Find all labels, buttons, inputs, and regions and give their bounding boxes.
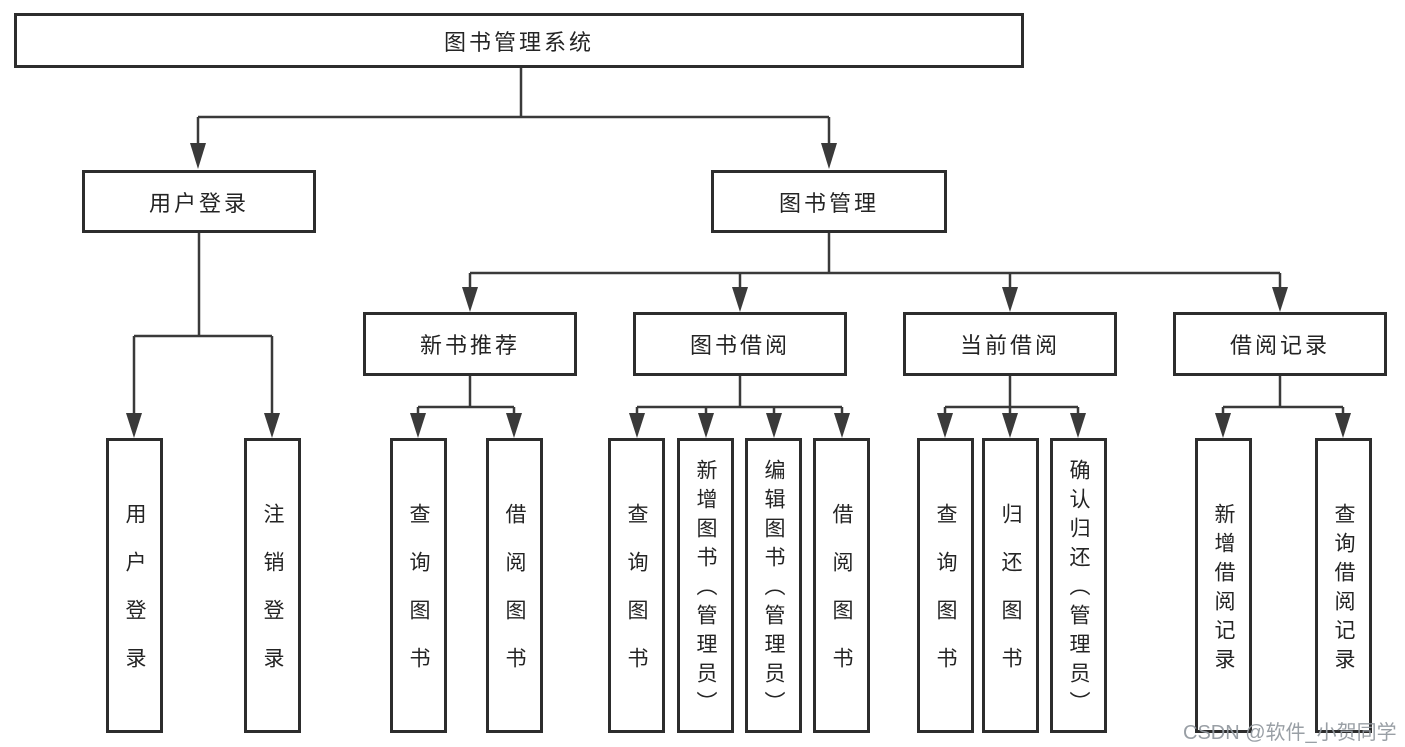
node-label: 新书推荐 (419, 333, 520, 358)
node-book-management: 图书管理 (711, 170, 947, 233)
leaf-query-books-current: 查询图书 (917, 438, 974, 733)
leaf-add-borrow-record: 新增借阅记录 (1195, 438, 1252, 733)
leaf-user-login: 用户登录 (106, 438, 163, 733)
leaf-query-borrow-record: 查询借阅记录 (1315, 438, 1372, 733)
leaf-label: 新增图书（管理员） (694, 459, 717, 720)
leaf-borrow-books: 借阅图书 (813, 438, 870, 733)
leaf-label: 查询图书 (934, 503, 957, 695)
node-book-borrow: 图书借阅 (633, 312, 847, 376)
node-label: 图书管理系统 (443, 29, 594, 55)
leaf-label: 确认归还（管理员） (1067, 459, 1090, 720)
leaf-query-books-recommend: 查询图书 (390, 438, 447, 733)
connector-borrow-record-to-leaves (1215, 376, 1351, 438)
leaf-edit-books-admin: 编辑图书（管理员） (745, 438, 802, 733)
leaf-label: 新增借阅记录 (1212, 502, 1235, 677)
watermark: CSDN @软件_小贺同学 (1183, 722, 1397, 744)
connector-root-to-level2 (190, 68, 837, 169)
node-label: 当前借阅 (959, 333, 1060, 358)
leaf-borrow-books-recommend: 借阅图书 (486, 438, 543, 733)
node-user-login: 用户登录 (82, 170, 316, 233)
node-new-book-recommend: 新书推荐 (363, 312, 577, 376)
node-label: 用户登录 (148, 190, 249, 216)
connector-current-borrow-to-leaves (937, 376, 1086, 438)
leaf-confirm-return-admin: 确认归还（管理员） (1050, 438, 1107, 733)
connector-new-book-recommend-to-leaves (410, 376, 522, 438)
node-label: 图书管理 (778, 190, 879, 216)
leaf-label: 注销登录 (261, 503, 284, 695)
node-library-management-system: 图书管理系统 (14, 13, 1024, 68)
node-label: 图书借阅 (689, 333, 790, 358)
connector-book-borrow-to-leaves (629, 376, 850, 438)
leaf-label: 归还图书 (999, 503, 1022, 695)
leaf-label: 查询借阅记录 (1332, 502, 1355, 677)
leaf-logout: 注销登录 (244, 438, 301, 733)
leaf-label: 查询图书 (625, 503, 648, 695)
leaf-label: 用户登录 (123, 503, 146, 695)
leaf-label: 编辑图书（管理员） (762, 459, 785, 720)
leaf-add-books-admin: 新增图书（管理员） (677, 438, 734, 733)
leaf-label: 借阅图书 (503, 503, 526, 695)
node-label: 借阅记录 (1229, 333, 1330, 358)
leaf-return-books: 归还图书 (982, 438, 1039, 733)
node-current-borrow: 当前借阅 (903, 312, 1117, 376)
leaf-label: 借阅图书 (830, 503, 853, 695)
connector-book-management-to-level3 (462, 233, 1288, 312)
leaf-query-books-borrow: 查询图书 (608, 438, 665, 733)
node-borrow-record: 借阅记录 (1173, 312, 1387, 376)
leaf-label: 查询图书 (407, 503, 430, 695)
connector-user-login-to-leaves (126, 233, 280, 438)
